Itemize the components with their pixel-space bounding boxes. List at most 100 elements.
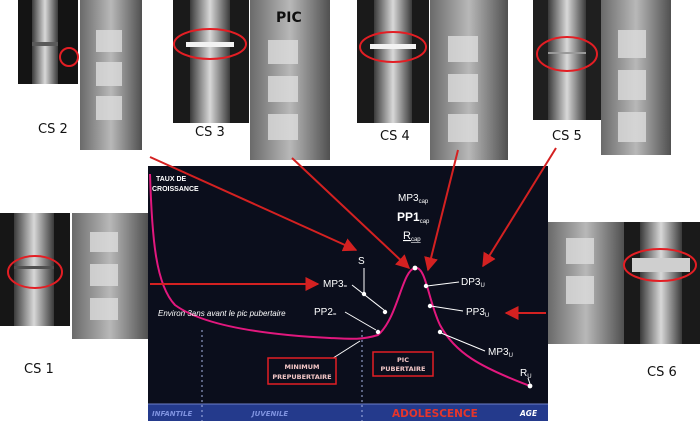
marker-label-mp3-cap: MP3cap	[398, 193, 429, 205]
cs4-vertebra-1	[448, 36, 478, 62]
growth-chart: TAUX DE CROISSANCE S MP3cap PP1cap Rcap	[148, 166, 548, 421]
leader-dp3u	[426, 281, 460, 287]
xray-caption-pic: PIC	[276, 10, 302, 26]
arrow-cs5	[482, 147, 557, 268]
leader-ru	[527, 377, 531, 385]
cs6-highlight-ring	[623, 248, 697, 282]
cs5-growth-plate	[548, 52, 586, 54]
cs6-vertebra-2	[566, 276, 594, 304]
period-juvenile: JUVENILE	[250, 410, 288, 418]
cs4-growth-plate	[370, 44, 416, 49]
cs1-vertebra-3	[90, 298, 118, 320]
cs1-vertebra-2	[90, 264, 118, 286]
cs1-highlight-ring	[7, 255, 63, 289]
cs4-vertebra-3	[448, 114, 478, 142]
marker-dot-mp3-eq	[382, 309, 388, 315]
box-pic-frame	[372, 351, 434, 377]
marker-sub-pp1-cap: cap	[420, 219, 430, 225]
cs2-growth-plate	[32, 42, 58, 46]
cs6-joint-cap	[632, 258, 690, 272]
marker-dot-peak	[412, 265, 418, 271]
leader-pp3u	[430, 305, 464, 312]
cs3-highlight-ring	[173, 28, 247, 60]
cs1-bone	[14, 213, 54, 326]
period-adolescence: ADOLESCENCE	[392, 408, 478, 420]
marker-label-pp3u: PP3U	[466, 307, 489, 319]
arrow-cs3	[291, 157, 411, 269]
stage-label-cs2: CS 2	[38, 122, 68, 137]
marker-label-pp1-cap: PP1cap	[397, 210, 430, 225]
stage-label-cs5: CS 5	[552, 129, 582, 144]
cs5-highlight-ring	[536, 36, 598, 72]
marker-label-mp3u: MP3U	[488, 347, 513, 359]
box-minimum-leader	[329, 340, 361, 361]
marker-text-pp2-eq: PP2	[314, 307, 333, 318]
cs5-vertebra-1	[618, 30, 646, 58]
marker-sub-mp3-eq: =	[344, 284, 348, 290]
cs3-vertebra-1	[268, 40, 298, 64]
box-minimum-line1: MINIMUM	[285, 363, 320, 371]
stage-label-cs6: CS 6	[647, 365, 677, 380]
marker-label-r-cap: Rcap	[403, 230, 421, 243]
marker-label-pp2-eq: PP2=	[314, 307, 337, 318]
cs6-bone	[640, 222, 682, 344]
marker-dot-pp3u	[427, 303, 433, 309]
marker-text-mp3-eq: MP3	[323, 279, 344, 290]
cs3-vertebra-3	[268, 114, 298, 140]
period-infantile: INFANTILE	[152, 410, 192, 418]
cs6-xray-group	[548, 222, 700, 344]
arrow-cs4	[424, 149, 459, 272]
marker-sub-pp2-eq: =	[333, 312, 337, 318]
box-minimum-line2: PREPUBERTAIRE	[272, 373, 331, 381]
marker-text-pp3u: PP3	[466, 307, 485, 318]
marker-label-dp3u: DP3U	[461, 277, 485, 289]
growth-curve	[149, 173, 531, 387]
marker-sub-ru: U	[527, 374, 531, 380]
marker-text-ru: R	[520, 368, 527, 379]
cs2-vertebra-1	[96, 30, 122, 52]
chart-background	[148, 166, 548, 421]
marker-sub-mp3-cap: cap	[419, 199, 429, 205]
marker-dot-dp3u	[423, 283, 429, 289]
chart-axis-band	[148, 404, 548, 421]
stage-label-cs3: CS 3	[195, 125, 225, 140]
cs5-xray-group	[533, 0, 671, 155]
marker-sub-pp3u: U	[485, 313, 489, 319]
y-axis-title-line2: CROISSANCE	[152, 186, 199, 193]
cs3-xray-group: PIC	[173, 0, 330, 160]
marker-sub-mp3u: U	[509, 353, 513, 359]
marker-sub-dp3u: U	[480, 283, 484, 289]
marker-label-mp3-eq: MP3=	[323, 279, 348, 290]
cs2-vertebra-2	[96, 62, 122, 86]
cs6-vertebra-1	[566, 238, 594, 264]
cs2-vertebra-3	[96, 96, 122, 120]
cs1-growth-plate	[14, 266, 54, 269]
marker-text-mp3u: MP3	[488, 347, 509, 358]
box-pic-line2: PUBERTAIRE	[381, 365, 426, 373]
marker-label-s: S	[358, 256, 365, 267]
y-axis-title-line1: TAUX DE	[156, 176, 187, 183]
annotation-environ: Environ 3ans avant le pic pubertaire	[158, 309, 286, 318]
cs4-vertebra-2	[448, 74, 478, 102]
cs2-highlight-ring	[59, 47, 79, 67]
cs4-xray-group	[357, 0, 508, 160]
cs5-bone	[548, 0, 586, 120]
stage-label-cs1: CS 1	[24, 362, 54, 377]
marker-dot-ru	[527, 383, 533, 389]
marker-text-dp3u: DP3	[461, 277, 481, 288]
period-age: AGE	[519, 409, 538, 418]
leader-mp3u	[440, 332, 486, 352]
marker-text-r-cap: R	[403, 230, 411, 242]
marker-dot-pp2-eq	[375, 329, 381, 335]
marker-text-mp3-cap: MP3	[398, 193, 419, 204]
stage-label-cs4: CS 4	[380, 129, 410, 144]
cs5-vertebra-2	[618, 70, 646, 100]
cs3-growth-plate	[186, 42, 234, 47]
cs3-vertebra-2	[268, 76, 298, 102]
leader-mp3-eq	[351, 284, 385, 311]
cs2-xray-group	[18, 0, 142, 150]
cs4-highlight-ring	[359, 31, 427, 63]
cs5-vertebra-3	[618, 112, 646, 142]
box-minimum-prepubertaire: MINIMUM PREPUBERTAIRE	[267, 340, 361, 385]
cs1-xray-group	[0, 213, 148, 339]
